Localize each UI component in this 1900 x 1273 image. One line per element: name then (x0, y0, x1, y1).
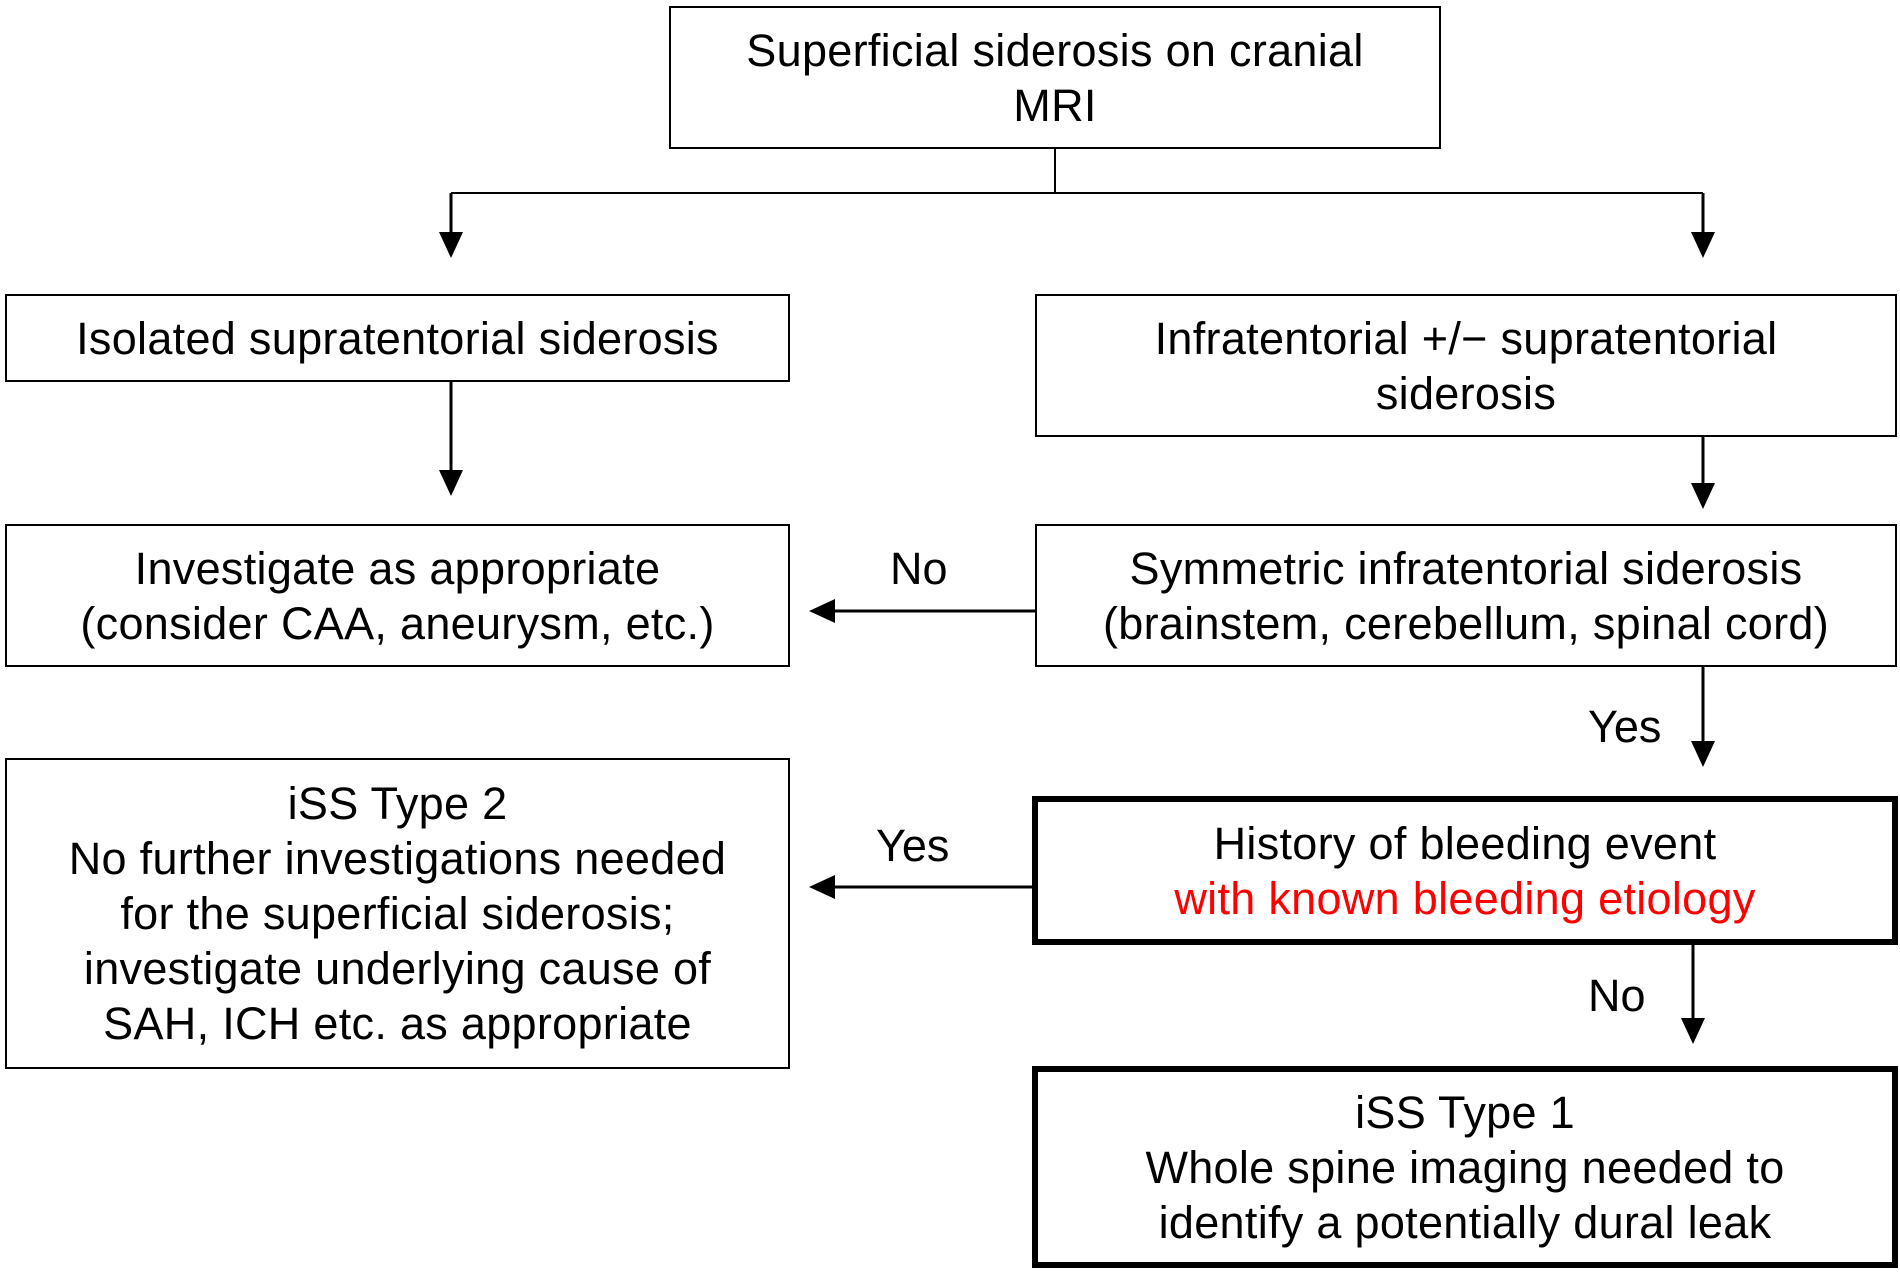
symmetric-infratentorial-node: Symmetric infratentorial siderosis (brai… (1035, 524, 1897, 667)
symmetric-line1: Symmetric infratentorial siderosis (1129, 542, 1803, 594)
isolated-supratentorial-node: Isolated supratentorial siderosis (5, 294, 790, 382)
history-line2-highlight: with known bleeding etiology (1174, 872, 1756, 924)
type2-line1: iSS Type 2 (287, 778, 508, 829)
type2-line4: investigate underlying cause of (83, 943, 712, 994)
root-node: Superficial siderosis on cranial MRI (669, 6, 1441, 149)
arrow-symmetric-no-head (809, 599, 835, 623)
edge-label-symmetric-no: No (890, 543, 948, 594)
arrow-isolated-to-investigate-head (439, 470, 463, 496)
arrow-to-infra-head (1691, 232, 1715, 258)
type2-line3: for the superficial siderosis; (120, 888, 675, 939)
iss-type2-node: iSS Type 2 No further investigations nee… (5, 758, 790, 1069)
infratentorial-line2: siderosis (1375, 367, 1557, 419)
arrow-to-isolated-head (439, 232, 463, 258)
investigate-node: Investigate as appropriate (consider CAA… (5, 524, 790, 667)
symmetric-line2: (brainstem, cerebellum, spinal cord) (1102, 597, 1830, 649)
investigate-line1: Investigate as appropriate (134, 542, 661, 594)
investigate-line2: (consider CAA, aneurysm, etc.) (80, 597, 715, 649)
edge-label-history-no: No (1588, 970, 1646, 1021)
type1-line2: Whole spine imaging needed to (1145, 1141, 1785, 1193)
arrow-symmetric-yes-head (1691, 741, 1715, 767)
type2-line5: SAH, ICH etc. as appropriate (103, 998, 692, 1049)
iss-type1-node: iSS Type 1 Whole spine imaging needed to… (1032, 1066, 1898, 1268)
infratentorial-node: Infratentorial +/− supratentorial sidero… (1035, 294, 1897, 437)
edge-label-symmetric-yes: Yes (1588, 701, 1662, 752)
type2-line2: No further investigations needed (68, 833, 727, 884)
arrow-infra-to-symmetric-head (1691, 483, 1715, 509)
arrow-history-no-head (1681, 1018, 1705, 1044)
type1-line1: iSS Type 1 (1355, 1086, 1575, 1138)
type1-line3: identify a potentially dural leak (1158, 1196, 1772, 1248)
root-node-line2: MRI (1013, 79, 1097, 131)
root-node-line1: Superficial siderosis on cranial (746, 24, 1364, 76)
infratentorial-line1: Infratentorial +/− supratentorial (1154, 312, 1778, 364)
isolated-supratentorial-line1: Isolated supratentorial siderosis (76, 312, 719, 364)
edge-label-history-yes: Yes (876, 820, 950, 871)
arrow-history-yes-head (809, 875, 835, 899)
history-line1: History of bleeding event (1213, 817, 1717, 869)
history-bleeding-node: History of bleeding event with known ble… (1032, 796, 1898, 945)
